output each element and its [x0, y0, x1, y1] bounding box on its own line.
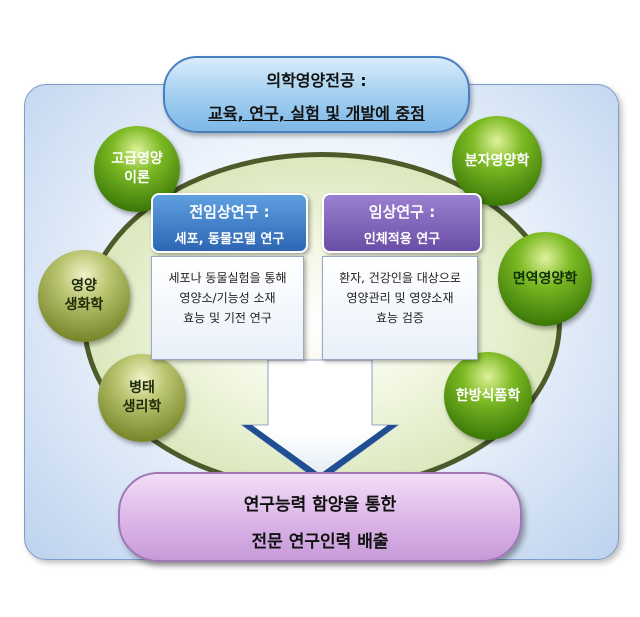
preclinical-line-3: 효능 및 기전 연구	[183, 310, 272, 325]
preclinical-title: 전임상연구 :	[189, 203, 270, 221]
clinical-title: 임상연구 :	[368, 203, 436, 221]
preclinical-line-1: 세포나 동물실험을 통해	[168, 271, 287, 285]
outcome-line-1: 연구능력 함양을 통한	[243, 495, 397, 515]
outcome-line-2: 전문 연구인력 배출	[251, 532, 389, 552]
outcome-pill: 연구능력 함양을 통한 전문 연구인력 배출	[118, 472, 522, 562]
down-arrow	[240, 359, 400, 483]
major-title-pill: 의학영양전공 : 교육, 연구, 실험 및 개발에 중점	[163, 56, 470, 133]
clinical-line-3: 효능 검증	[376, 310, 424, 325]
clinical-subtitle: 인체적용 연구	[363, 232, 441, 247]
clinical-description: 환자, 건강인을 대상으로 영양관리 및 영양소재 효능 검증	[322, 256, 478, 360]
circle-immunonutrition: 면역영양학	[498, 232, 592, 326]
preclinical-line-2: 영양소/기능성 소재	[179, 290, 276, 305]
circle-nutritional-biochemistry: 영양 생화학	[38, 250, 130, 342]
circle-molecular-nutrition: 분자영양학	[452, 116, 542, 206]
clinical-line-2: 영양관리 및 영양소재	[346, 290, 454, 305]
preclinical-header: 전임상연구 : 세포, 동물모델 연구	[151, 193, 308, 253]
down-arrow-edge	[242, 425, 398, 482]
circle-oriental-food-science: 한방식품학	[444, 352, 532, 440]
preclinical-description: 세포나 동물실험을 통해 영양소/기능성 소재 효능 및 기전 연구	[151, 256, 304, 360]
circle-pathophysiology: 병태 생리학	[98, 354, 186, 442]
major-focus: 교육, 연구, 실험 및 개발에 중점	[208, 104, 425, 123]
clinical-line-1: 환자, 건강인을 대상으로	[339, 271, 461, 285]
major-title: 의학영양전공 :	[266, 71, 367, 90]
clinical-header: 임상연구 : 인체적용 연구	[322, 193, 482, 253]
preclinical-subtitle: 세포, 동물모델 연구	[174, 232, 285, 247]
